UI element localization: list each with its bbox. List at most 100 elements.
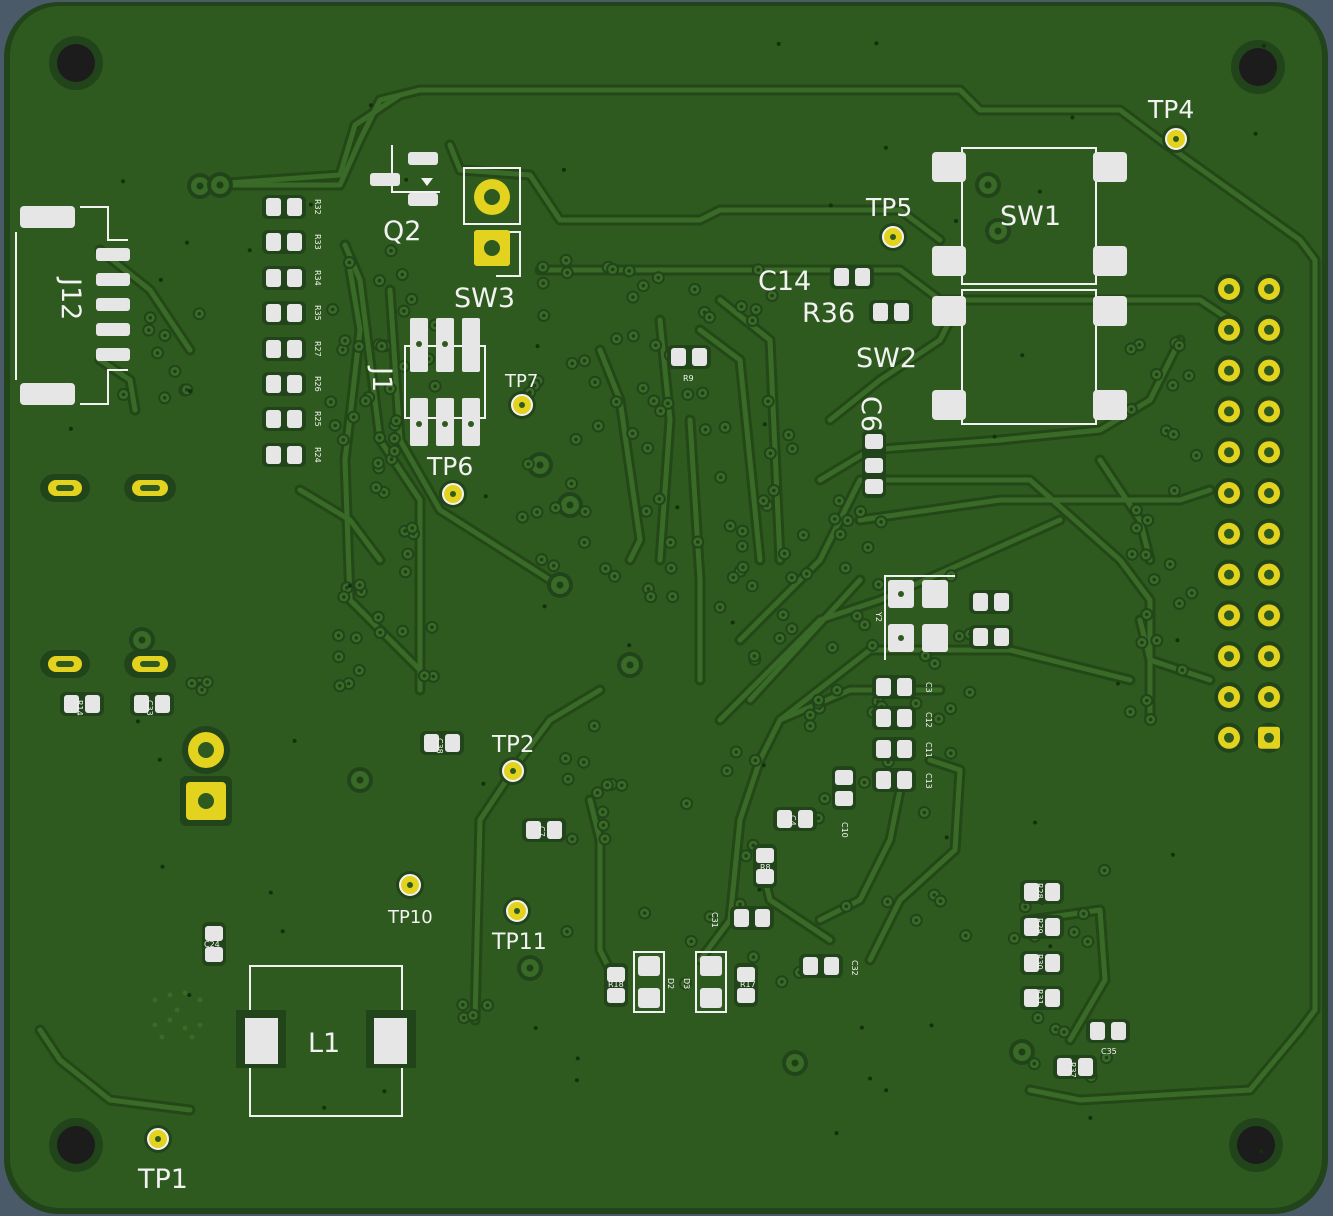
res-r30 — [1020, 951, 1064, 975]
cap-c13 — [872, 768, 916, 792]
q2-transistor — [370, 145, 440, 206]
res-r18 — [604, 963, 628, 1007]
label-d3: D3 — [682, 978, 691, 989]
res-r14 — [60, 692, 104, 716]
resistor-r32 — [262, 195, 306, 219]
label-c14: C14 — [758, 266, 811, 297]
via-layer — [68, 41, 1266, 1154]
cap-c7 — [522, 818, 566, 842]
y2-crystal — [884, 575, 955, 660]
l1-inductor — [236, 965, 416, 1117]
label-tp1: TP1 — [137, 1164, 188, 1195]
label-r37: R37 — [1068, 1062, 1077, 1078]
label-q2: Q2 — [383, 216, 421, 247]
cap-c33 — [130, 692, 174, 716]
label-tp2: TP2 — [491, 732, 535, 758]
res-r29 — [1020, 915, 1064, 939]
label-tp10: TP10 — [387, 907, 433, 928]
resistor-r26 — [262, 372, 306, 396]
label-r18: R18 — [608, 980, 624, 989]
resistor-r25 — [262, 407, 306, 431]
label-tp6: TP6 — [426, 452, 473, 481]
label-c38: C38 — [435, 738, 444, 754]
label-r8: R8 — [760, 863, 771, 872]
cap-c6b — [862, 454, 886, 498]
cap-c11 — [872, 737, 916, 761]
cap-y2-a — [969, 590, 1013, 614]
j12-connector — [15, 206, 130, 405]
label-c3: C3 — [924, 682, 933, 693]
label-r28: R28 — [1035, 883, 1044, 899]
label-c24: C24 — [204, 940, 220, 949]
label-j1: J1 — [366, 365, 397, 392]
label-sw3: SW3 — [454, 283, 515, 314]
label-c10: C10 — [840, 822, 849, 838]
cap-c12 — [872, 706, 916, 730]
resistor-r35 — [262, 301, 306, 325]
label-c4: C4 — [788, 815, 797, 826]
resistor-r33 — [262, 230, 306, 254]
cap-c3 — [872, 675, 916, 699]
resistor-r27 — [262, 337, 306, 361]
label-c33: C33 — [145, 700, 154, 716]
label-sw2: SW2 — [856, 343, 917, 374]
resistor-r34 — [262, 266, 306, 290]
label-c31: C31 — [710, 912, 719, 928]
j1-connector — [404, 318, 486, 446]
label-r35: R35 — [313, 305, 322, 321]
label-y2: Y2 — [874, 611, 883, 622]
label-l1: L1 — [308, 1028, 340, 1059]
res-r9 — [667, 345, 711, 369]
label-c13: C13 — [924, 773, 933, 789]
label-r36: R36 — [802, 298, 855, 329]
label-r27: R27 — [313, 341, 322, 357]
sw3-header — [463, 167, 521, 277]
label-r24: R24 — [313, 447, 322, 463]
oval-pads — [40, 474, 176, 678]
cap-c35 — [1086, 1019, 1130, 1043]
mounting-holes — [49, 36, 1285, 1172]
label-c32: C32 — [850, 960, 859, 976]
pin-header-2x12 — [1214, 274, 1284, 753]
cap-c31 — [730, 906, 774, 930]
label-c7: C7 — [537, 826, 546, 837]
label-tp4: TP4 — [1147, 95, 1194, 124]
cap-c24 — [202, 922, 226, 966]
cap-c14 — [830, 265, 874, 289]
label-d2: D2 — [666, 978, 675, 989]
label-c11: C11 — [924, 742, 933, 758]
res-r28 — [1020, 880, 1064, 904]
label-r34: R34 — [313, 270, 322, 286]
res-r36 — [869, 300, 913, 324]
small-components — [60, 265, 1130, 1079]
sw1-sw2-switches — [932, 147, 1127, 425]
label-r26: R26 — [313, 376, 322, 392]
cap-y2-b — [969, 625, 1013, 649]
label-r9: R9 — [683, 374, 694, 383]
label-r32: R32 — [313, 199, 322, 215]
label-tp7: TP7 — [504, 371, 538, 392]
res-r37 — [1053, 1055, 1097, 1079]
label-c12: C12 — [924, 712, 933, 728]
res-r31 — [1020, 986, 1064, 1010]
dotted-footprint — [152, 990, 203, 1040]
cap-c4 — [773, 807, 817, 831]
label-c6: C6 — [855, 396, 886, 432]
label-r25: R25 — [313, 411, 322, 427]
silkscreen-labels: TP1 TP2 TP4 TP5 TP6 TP7 TP10 TP11 SW1 SW… — [55, 95, 1194, 1195]
cap-c32 — [799, 954, 843, 978]
diodes — [633, 951, 727, 1013]
label-r31: R31 — [1035, 989, 1044, 1005]
label-sw1: SW1 — [1000, 201, 1061, 232]
label-r14: R14 — [75, 700, 84, 716]
label-r30: R30 — [1035, 954, 1044, 970]
cap-c10 — [832, 766, 856, 810]
cap-c38 — [420, 731, 464, 755]
resistor-r24 — [262, 443, 306, 467]
label-c35: C35 — [1101, 1047, 1117, 1056]
two-pin-header — [180, 726, 232, 826]
